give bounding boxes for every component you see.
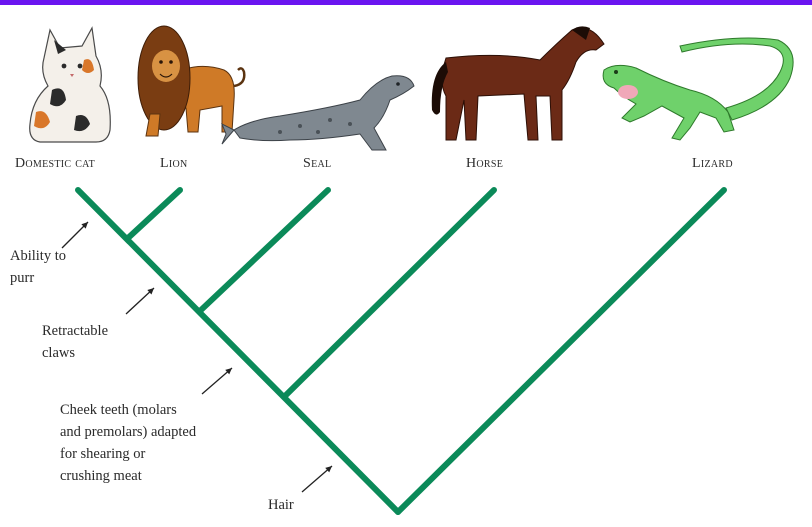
trait-line: for shearing or [60,443,196,465]
domestic-cat-illustration [30,28,111,142]
lion-illustration [138,26,244,136]
taxon-label-seal: Seal [303,156,331,172]
trait-label-cheek-teeth: Cheek teeth (molars and premolars) adapt… [60,399,196,487]
trait-line: purr [10,267,66,289]
branch-to-horse [286,190,494,395]
branch-to-lion [128,190,180,238]
trait-label-hair: Hair [268,494,294,516]
taxon-label-lion: Lion [160,156,188,172]
trait-line: claws [42,342,108,364]
trait-line: Cheek teeth (molars [60,399,196,421]
taxon-label-domestic-cat: Domestic cat [15,156,95,172]
branch-to-seal [201,190,328,310]
horse-illustration [432,26,604,140]
taxon-label-lizard: Lizard [692,156,733,172]
trait-label-retractable-claws: Retractable claws [42,320,108,364]
taxon-label-horse: Horse [466,156,503,172]
trait-line: Retractable [42,320,108,342]
trait-label-ability-to-purr: Ability to purr [10,245,66,289]
arrow-retractable-claws [126,288,154,314]
arrow-hair [302,466,332,492]
trait-line: and premolars) adapted [60,421,196,443]
trait-line: Ability to [10,245,66,267]
arrow-cheek-teeth [202,368,232,394]
seal-illustration [222,76,414,150]
lizard-illustration [603,38,793,140]
trait-line: Hair [268,494,294,516]
trait-line: crushing meat [60,465,196,487]
